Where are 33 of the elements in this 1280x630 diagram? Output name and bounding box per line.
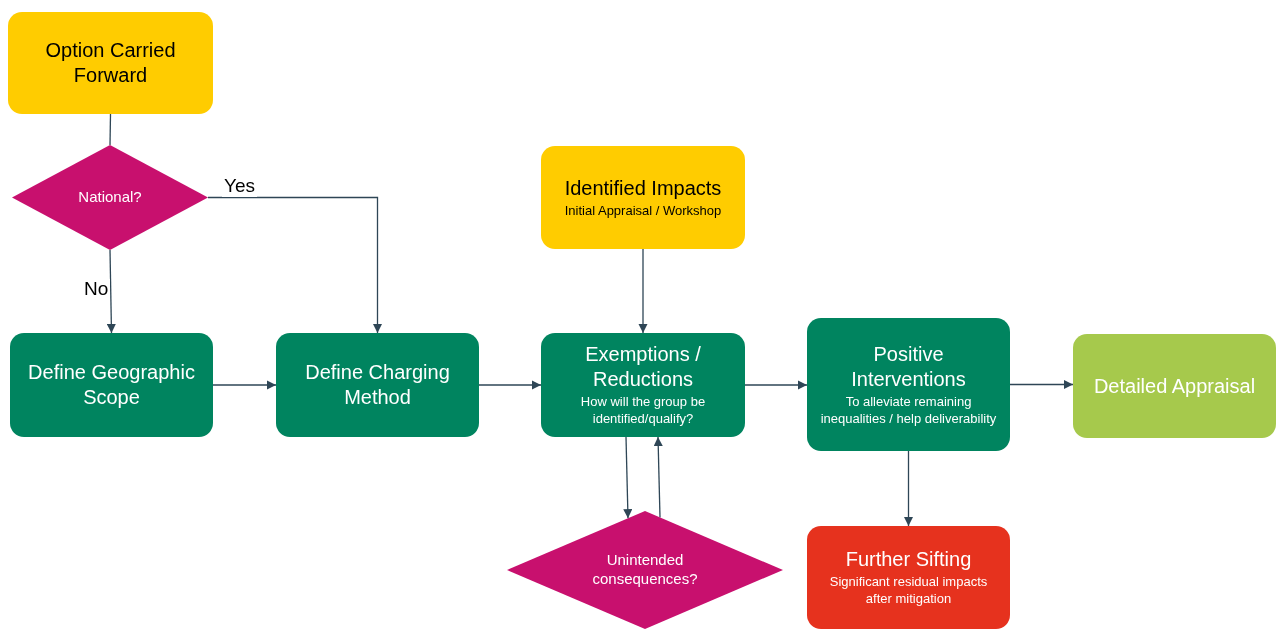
node-title: Further Sifting: [845, 547, 972, 573]
arrow: [207, 196, 383, 334]
node-description: How will the group be identified/qualify?: [579, 394, 707, 428]
node-title: Exemptions / Reductions: [584, 342, 702, 393]
edge-label: Yes: [222, 176, 257, 197]
node-title: Positive Interventions: [850, 341, 967, 392]
node-description: To alleviate remaining inequalities / help deliverability: [819, 393, 998, 428]
node-description: Initial Appraisal / Workshop: [564, 202, 722, 220]
process-box: [541, 146, 745, 249]
process-box: [276, 333, 479, 437]
node-title: Define Geographic Scope: [27, 360, 196, 410]
node-title: Option Carried Forward: [44, 38, 177, 88]
node-description: Significant residual impacts after mitigation: [828, 574, 989, 608]
arrow: [638, 248, 648, 334]
arrow: [623, 436, 633, 519]
node-title: Detailed Appraisal: [1093, 373, 1256, 399]
arrow: [903, 450, 914, 527]
node-title: Define Charging Method: [304, 360, 451, 410]
arrow: [212, 380, 277, 390]
node-title: Unintended consequences?: [591, 551, 699, 589]
process-box: [807, 526, 1010, 629]
process-box: [541, 333, 745, 437]
arrow: [1009, 379, 1074, 390]
node-title: National?: [78, 188, 142, 207]
arrow: [478, 380, 542, 390]
process-box: [807, 318, 1010, 451]
arrow: [653, 436, 663, 519]
arrow: [106, 249, 116, 334]
arrow: [744, 380, 808, 390]
process-box: [10, 333, 213, 437]
process-box: [1073, 334, 1276, 438]
node-title: Identified Impacts: [564, 175, 722, 201]
process-box: [8, 12, 213, 114]
